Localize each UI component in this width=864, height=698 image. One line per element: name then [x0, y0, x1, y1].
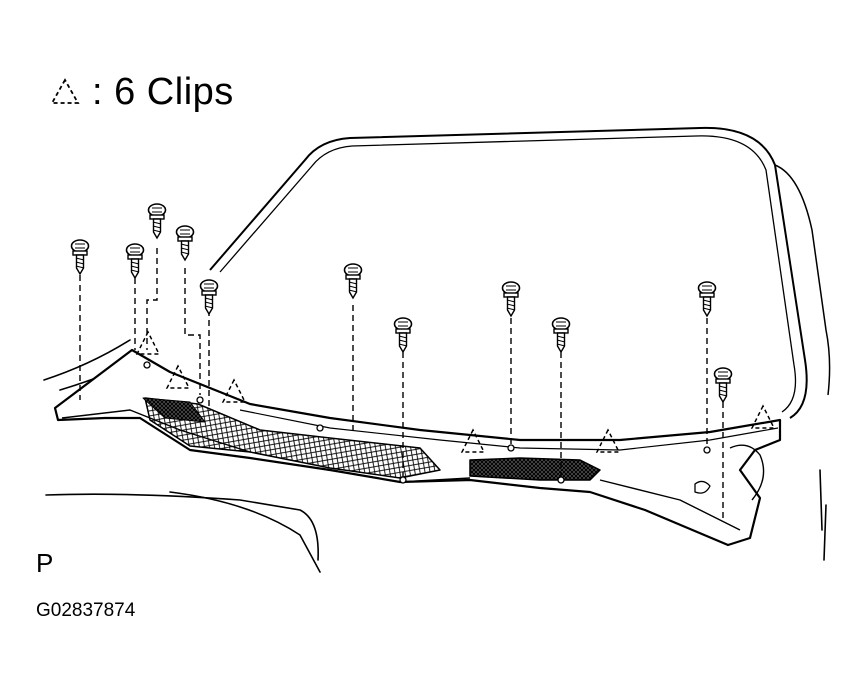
legend: : 6 Clips [48, 70, 234, 114]
figure-id: G02837874 [36, 600, 136, 621]
clip-markers [135, 330, 776, 453]
screw [501, 281, 521, 318]
screw [713, 367, 733, 404]
hole [196, 396, 204, 404]
clip-marker [460, 428, 486, 453]
cowl-top-panel [53, 348, 782, 547]
hole [557, 476, 565, 484]
hole [399, 476, 407, 484]
screw [393, 317, 413, 354]
hole [507, 444, 515, 452]
clip-marker [595, 428, 621, 453]
screw [147, 203, 167, 240]
screw [199, 279, 219, 316]
legend-text: : 6 Clips [92, 70, 234, 113]
dashed-triangle-icon [50, 78, 80, 104]
view-code: P [36, 548, 54, 578]
screw [125, 243, 145, 280]
clip-marker [135, 330, 161, 355]
hole [316, 424, 324, 432]
windshield [209, 126, 831, 419]
leader-line-4 [184, 268, 201, 395]
screws [70, 203, 733, 404]
leader-line-3 [146, 248, 158, 350]
leader-lines [79, 248, 724, 520]
clip-marker [165, 364, 191, 389]
clip-marker [221, 378, 247, 403]
clip-marker [750, 404, 776, 429]
panel-holes [143, 361, 711, 484]
screw [175, 225, 195, 262]
hole [143, 361, 151, 369]
screw [697, 281, 717, 318]
screw [70, 239, 90, 276]
screw [343, 263, 363, 300]
hole [703, 446, 711, 454]
screw [551, 317, 571, 354]
